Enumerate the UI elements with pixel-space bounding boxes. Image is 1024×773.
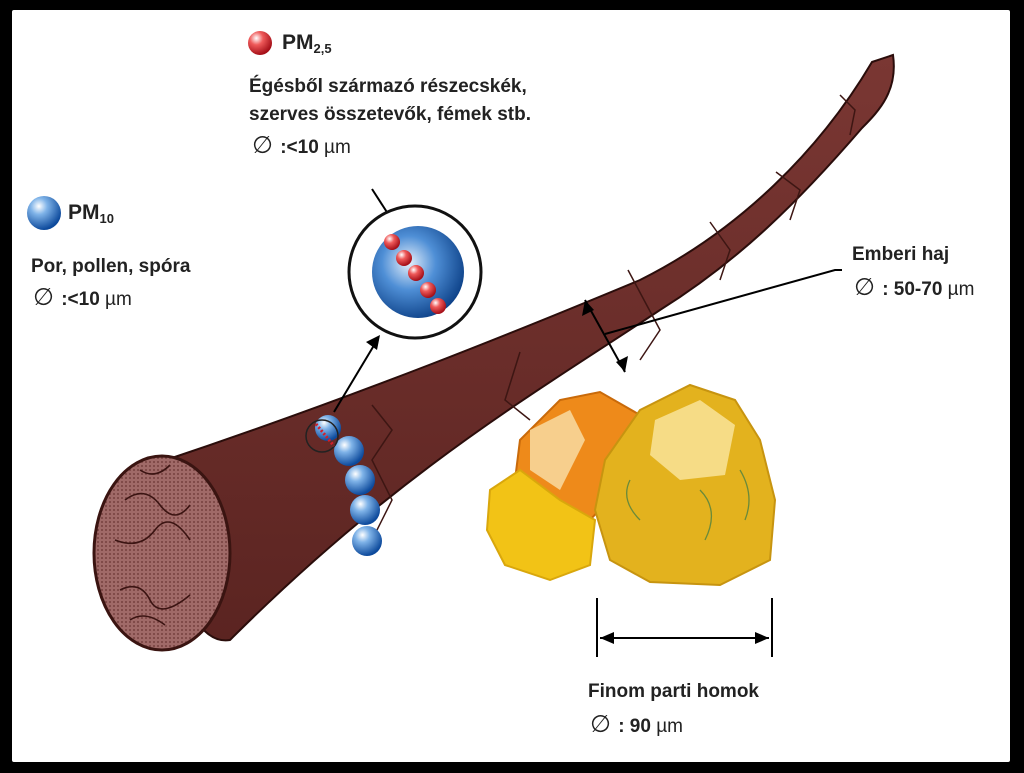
sand-diameter-unit: µm (656, 716, 683, 737)
hair-medulla-pattern (114, 464, 191, 626)
pm25-icon (248, 31, 272, 55)
pm25-particle (430, 298, 446, 314)
zoom-source-circle (305, 419, 339, 453)
hair-scale-line (839, 94, 856, 136)
pm10-description: Por, pollen, spóra (31, 256, 191, 277)
pm25-diameter: ∅ :<10 µm (252, 131, 351, 161)
hair-strand (92, 53, 895, 652)
diagram-canvas: PM2,5 Égésből származó részecskék, szerv… (12, 10, 1010, 762)
hair-label: Emberi haj (852, 244, 950, 265)
hair-scale-line (504, 351, 531, 421)
pm25-title: PM2,5 (282, 30, 332, 57)
pm25-particle (420, 282, 436, 298)
diameter-symbol: ∅ (590, 711, 611, 738)
hair-scale-line (371, 404, 393, 541)
pm25-diameter-value: 10 (297, 137, 319, 158)
pm25-name: PM (282, 31, 314, 54)
pm10-diameter-unit: µm (105, 289, 132, 310)
pm10-title: PM10 (68, 200, 114, 227)
hair-diameter-arrow (582, 269, 842, 373)
pm25-particle (408, 265, 424, 281)
pm25-particle (384, 234, 400, 250)
sand-texture (626, 469, 750, 541)
pm10-particle (352, 526, 382, 556)
hair-scale-line (709, 221, 731, 281)
sand-label: Finom parti homok (588, 681, 759, 702)
pm25-subscript: 2,5 (313, 41, 332, 56)
hair-scale-line (775, 171, 801, 221)
hair-scale-line (627, 269, 661, 361)
pm10-diameter-value: 10 (78, 289, 100, 310)
pm25-description-line-2: szerves összetevők, fémek stb. (249, 104, 531, 125)
pm10-subscript: 10 (99, 211, 114, 226)
sand-diameter-value: : 90 (618, 716, 651, 737)
hair-leader-line (604, 269, 842, 335)
diameter-symbol: ∅ (252, 132, 273, 159)
pm10-particle (350, 495, 380, 525)
diameter-symbol: ∅ (854, 274, 875, 301)
sand-diameter: ∅ : 90 µm (590, 710, 683, 740)
hair-diameter-unit: µm (947, 279, 975, 300)
pm10-particle (315, 415, 341, 441)
pm25-particle (396, 250, 412, 266)
pm10-diameter: ∅ :<10 µm (33, 283, 132, 313)
diameter-symbol: ∅ (33, 284, 54, 311)
zoom-detail (347, 204, 483, 340)
pm25-tiny-chain (314, 423, 336, 447)
sand-highlight (530, 410, 585, 490)
pm25-description-line-1: Égésből származó részecskék, (249, 76, 527, 97)
sand-grains (485, 383, 777, 587)
pm25-diameter-prefix: :< (280, 137, 298, 158)
particle-size-illustration (27, 31, 895, 657)
pm10-particle (345, 465, 375, 495)
hair-cross-section (92, 454, 232, 652)
sand-width-arrow (596, 598, 773, 657)
hair-diameter-value: : 50-70 (882, 279, 943, 300)
sand-highlight (650, 400, 735, 480)
pm10-diameter-prefix: :< (61, 289, 79, 310)
pm10-particle-chain (305, 415, 382, 556)
pm10-particle (334, 436, 364, 466)
hair-diameter: ∅ : 50-70 µm (854, 273, 974, 303)
pm10-name: PM (68, 201, 100, 224)
sand-grain-yellow-small (485, 468, 597, 582)
pm10-icon (27, 196, 61, 230)
hair-body (158, 53, 895, 642)
pm25-diameter-unit: µm (324, 137, 351, 158)
